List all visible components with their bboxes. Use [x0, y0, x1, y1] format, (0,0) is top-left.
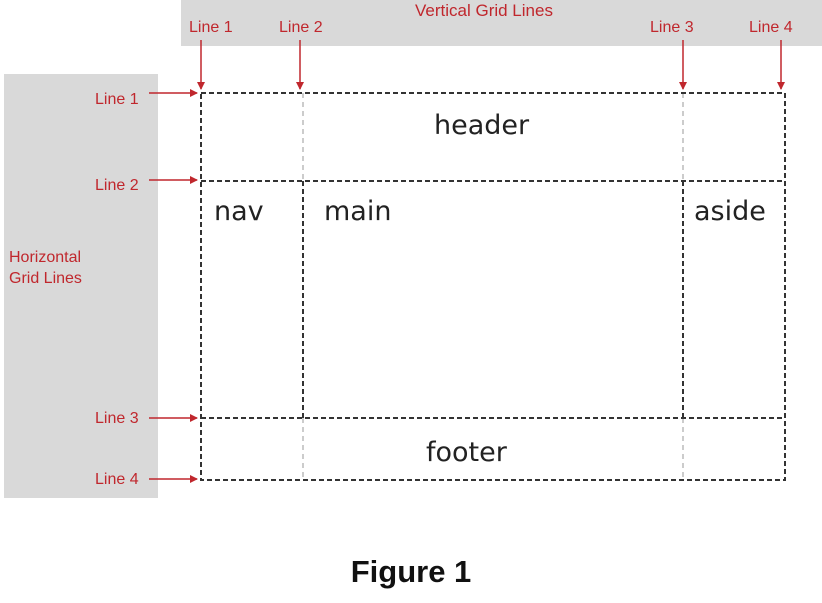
- horizontal-line-4-label: Line 4: [95, 471, 139, 488]
- horizontal-line-1-label: Line 1: [95, 91, 139, 108]
- horizontal-line-3-label: Line 3: [95, 410, 139, 427]
- horizontal-title-line-2: Grid Lines: [9, 270, 82, 287]
- horizontal-title-line-1: Horizontal: [9, 249, 82, 266]
- horizontal-line-2-label: Line 2: [95, 177, 139, 194]
- horizontal-grid-lines-band: [4, 74, 158, 498]
- main-area-label: main: [324, 196, 392, 227]
- grid-outer-border: [200, 92, 786, 481]
- vertical-grid-lines-title: Vertical Grid Lines: [415, 1, 553, 20]
- figure-caption: Figure 1: [350, 554, 472, 589]
- vertical-line-2-label: Line 2: [279, 19, 323, 36]
- footer-area-label: footer: [426, 437, 507, 468]
- vertical-line-3-label: Line 3: [650, 19, 694, 36]
- horizontal-grid-lines-title: Horizontal Grid Lines: [9, 247, 82, 289]
- aside-area-label: aside: [694, 196, 766, 227]
- vertical-line-4-label: Line 4: [749, 19, 793, 36]
- header-area-label: header: [434, 110, 530, 141]
- nav-area-label: nav: [214, 196, 264, 227]
- vertical-line-1-label: Line 1: [189, 19, 233, 36]
- vertical-grid-lines-band: [181, 0, 822, 46]
